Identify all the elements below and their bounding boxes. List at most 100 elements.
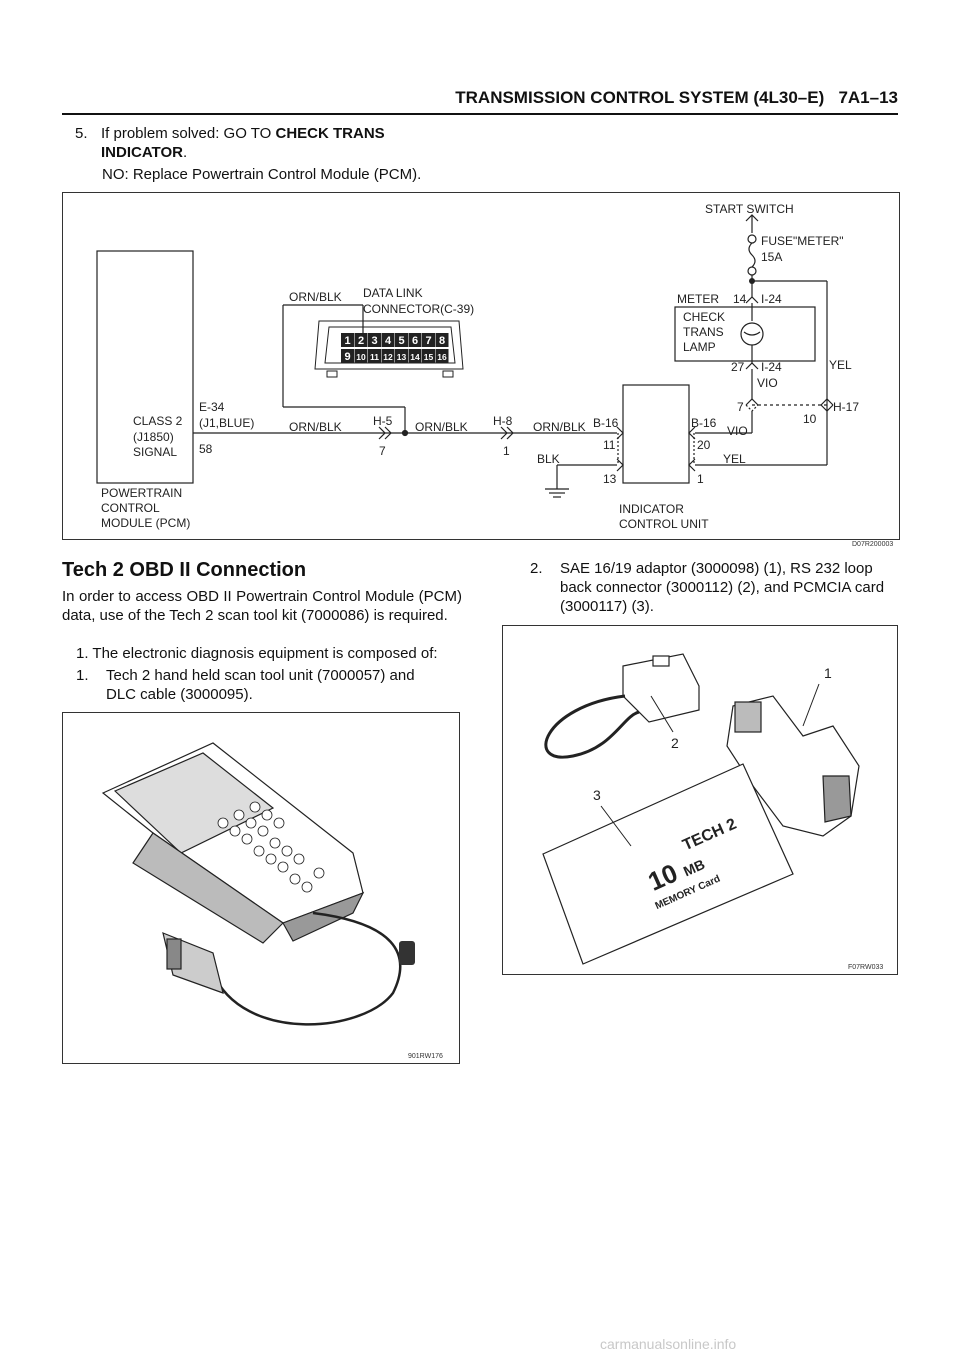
dlc-pin-number: 15 xyxy=(424,352,434,362)
lamp-label-2: TRANS xyxy=(683,325,724,339)
class2-label-2: (J1850) xyxy=(133,430,174,444)
e34-pin: 58 xyxy=(199,442,213,456)
dlc-label-2: CONNECTOR(C-39) xyxy=(363,302,474,316)
i24-top-pin: 14 xyxy=(733,292,747,306)
dlc-pin-number: 12 xyxy=(383,352,393,362)
blk-label: BLK xyxy=(537,452,560,466)
dlc-pin-box xyxy=(422,333,435,347)
header-page-number: 7A1–13 xyxy=(838,88,898,107)
pin-11: 11 xyxy=(603,438,616,452)
dlc-pin-box xyxy=(341,333,354,347)
orn-blk-label-3: ORN/BLK xyxy=(533,420,586,434)
dlc-pin-box xyxy=(395,333,408,347)
list-item-2: 2. SAE 16/19 adaptor (3000098) (1), RS 23… xyxy=(530,559,900,616)
dlc-pin-number: 8 xyxy=(439,335,445,347)
h8-pin: 1 xyxy=(503,444,510,458)
fuse-label: FUSE"METER" xyxy=(761,234,844,248)
dlc-pin-number: 9 xyxy=(344,351,350,363)
dlc-pin-box xyxy=(354,349,368,363)
callout-2: 2 xyxy=(671,735,679,751)
item-text-cont: back connector (3000112) (2), and PCMCIA… xyxy=(560,579,885,596)
start-switch-label: START SWITCH xyxy=(705,202,794,216)
h8-label: H-8 xyxy=(493,414,513,428)
tech2-figure: 901RW176 xyxy=(62,712,460,1064)
item-text-cont: DLC cable (3000095). xyxy=(106,686,253,703)
callout-3: 3 xyxy=(593,787,601,803)
header-rule xyxy=(62,113,898,115)
i24-bot-label: I-24 xyxy=(761,360,782,374)
dlc-pin-box xyxy=(368,333,381,347)
h5-pin: 7 xyxy=(379,444,386,458)
class2-label-3: SIGNAL xyxy=(133,445,177,459)
pcm-label-2: CONTROL xyxy=(101,501,160,515)
list-item-1-1: 1.Tech 2 hand held scan tool unit (70000… xyxy=(76,666,466,704)
meter-box xyxy=(674,306,816,362)
vio-label-2: VIO xyxy=(727,424,748,438)
dlc-pin-box xyxy=(408,333,422,347)
dlc-label-1: DATA LINK xyxy=(363,286,423,300)
item-text-cont-2: (3000117) (3). xyxy=(560,598,654,615)
dlc-pin-box xyxy=(368,349,381,363)
dlc-pin-number: 7 xyxy=(425,335,431,347)
pin-1: 1 xyxy=(697,472,704,486)
yel-bottom-label: YEL xyxy=(723,452,746,466)
h17-label: H-17 xyxy=(833,400,859,414)
dlc-pin-number: 6 xyxy=(412,335,418,347)
item-number: 2. xyxy=(530,560,543,577)
step-link-text-cont: INDICATOR xyxy=(101,144,183,161)
adaptor-figure: 1 2 3 TECH 2 10 MB MEMORY Card F07RW033 xyxy=(502,625,898,975)
no-instruction: NO: Replace Powertrain Control Module (P… xyxy=(102,166,422,183)
e34-label-2: (J1,BLUE) xyxy=(199,416,254,430)
e34-label-1: E-34 xyxy=(199,400,225,414)
meter-label: METER xyxy=(677,292,719,306)
h5-label: H-5 xyxy=(373,414,393,428)
class2-label-1: CLASS 2 xyxy=(133,414,183,428)
step-link-text: CHECK TRANS xyxy=(275,125,385,142)
dlc-pin-box xyxy=(354,333,368,347)
dlc-pin-number: 10 xyxy=(356,352,366,362)
dlc-pin-box xyxy=(381,333,395,347)
i24-top-label: I-24 xyxy=(761,292,782,306)
step-text: If problem solved: GO TO xyxy=(101,125,276,142)
orn-blk-label-1: ORN/BLK xyxy=(289,420,342,434)
pin-13: 13 xyxy=(603,472,617,486)
dlc-pin-number: 3 xyxy=(371,335,377,347)
lamp-label-3: LAMP xyxy=(683,340,716,354)
h17-pin-right: 10 xyxy=(803,412,817,426)
dlc-pin-box xyxy=(395,349,408,363)
dlc-pin-box xyxy=(422,349,435,363)
orn-blk-label-2: ORN/BLK xyxy=(415,420,468,434)
tech2-illustration: 901RW176 xyxy=(101,742,443,1060)
dlc-pin-number: 14 xyxy=(410,352,420,362)
icu-label-2: CONTROL UNIT xyxy=(619,517,709,531)
vio-label-1: VIO xyxy=(757,376,778,390)
dlc-pin-number: 2 xyxy=(358,335,364,347)
dlc-connector xyxy=(314,320,464,378)
yel-right-label: YEL xyxy=(829,358,852,372)
diagram-code-label: D07R200003 xyxy=(852,541,894,548)
b16-right-label: B-16 xyxy=(691,416,717,430)
lamp-label-1: CHECK xyxy=(683,310,725,324)
orn-blk-top-label: ORN/BLK xyxy=(289,290,342,304)
item-text: SAE 16/19 adaptor (3000098) (1), RS 232 … xyxy=(560,560,873,577)
pcm-box xyxy=(96,250,194,484)
step-5: 5.If problem solved: GO TO CHECK TRANS I… xyxy=(75,124,475,162)
pcm-label-1: POWERTRAIN xyxy=(101,486,182,500)
dlc-pin-number: 11 xyxy=(370,352,379,362)
dlc-pin-number: 16 xyxy=(437,352,447,362)
dlc-pin-box xyxy=(381,349,395,363)
tech2-code: 901RW176 xyxy=(408,1053,443,1060)
adaptor-illustration: 1 2 3 TECH 2 10 MB MEMORY Card F07RW033 xyxy=(542,653,883,971)
step-text-tail: . xyxy=(182,144,188,161)
dlc-pin-box xyxy=(435,333,449,347)
watermark: carmanualsonline.info xyxy=(600,1336,737,1352)
fuse-rating: 15A xyxy=(761,250,782,264)
dlc-pin-box xyxy=(435,349,449,363)
header-title: TRANSMISSION CONTROL SYSTEM (4L30–E) xyxy=(455,88,825,107)
dlc-pin-number: 1 xyxy=(344,335,350,347)
h17-pin-left: 7 xyxy=(737,400,744,414)
dlc-pin-number: 13 xyxy=(397,352,407,362)
